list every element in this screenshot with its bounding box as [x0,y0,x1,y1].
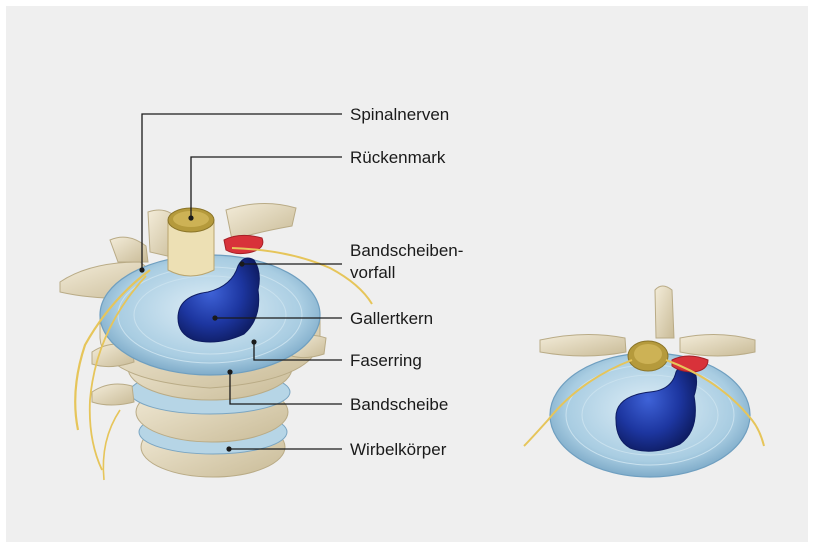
label-disc: Bandscheibe [350,395,448,414]
label-spinal-nerves: Spinalnerven [350,105,449,124]
label-annulus: Faserring [350,351,422,370]
label-herniation-line1: Bandscheiben- [350,241,463,260]
label-vertebral-body: Wirbelkörper [350,440,447,459]
spine-segment-illustration [60,203,372,480]
label-spinal-cord: Rückenmark [350,148,446,167]
label-nucleus: Gallertkern [350,309,433,328]
herniation-top-view-illustration [524,286,764,477]
label-herniation-line2: vorfall [350,263,395,282]
